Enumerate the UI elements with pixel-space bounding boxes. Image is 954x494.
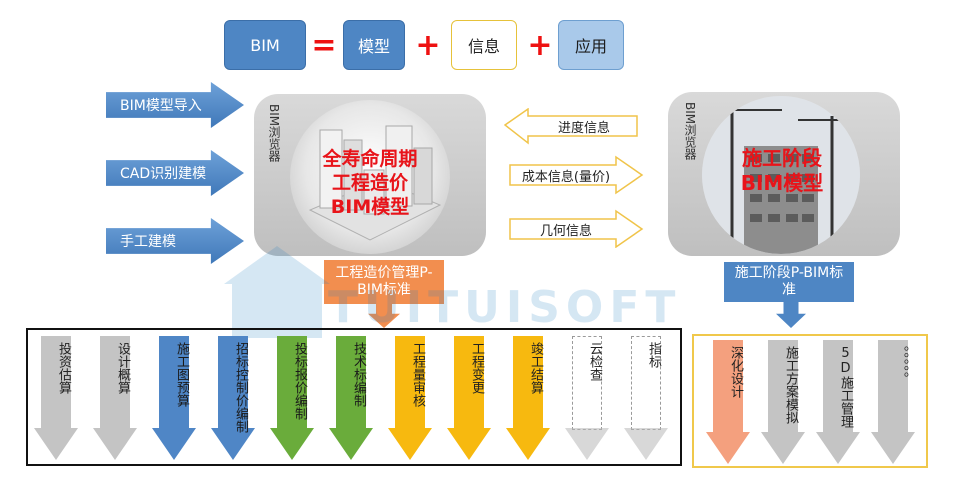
cost-step-arrow-head: [34, 428, 78, 460]
cost-step-arrow-label: 云检查: [587, 342, 602, 381]
cost-step-arrow-10: 云检查: [565, 336, 609, 460]
construction-step-arrow-shaft: [713, 340, 743, 434]
geometry-info-arrow: [509, 209, 644, 248]
cost-step-arrow-head: [506, 428, 550, 460]
cost-step-arrow-shaft: [277, 336, 307, 430]
cost-step-arrow-label: 投资估算: [56, 342, 71, 394]
formula-info-text: 信息: [467, 37, 500, 56]
cost-step-arrow-head: [152, 428, 196, 460]
cost-step-arrow-shaft: [572, 336, 602, 430]
construction-step-arrow-shaft: [768, 340, 798, 434]
construction-illustration: [702, 96, 860, 254]
construction-step-arrow-1: 深化设计: [706, 340, 750, 464]
right-panel-title: 施工阶段 BIM模型: [722, 146, 842, 196]
formula-bim-text: BIM: [250, 35, 280, 55]
progress-info-arrow: [504, 108, 638, 145]
construction-step-arrow-3: 5D施工管理: [816, 340, 860, 464]
cost-step-arrow-9: 竣工结算: [506, 336, 550, 460]
cost-step-arrow-4: 招标控制价编制: [211, 336, 255, 460]
geometry-info-label: 几何信息: [539, 223, 592, 239]
construction-step-arrow-2: 施工方案模拟: [761, 340, 805, 464]
cost-step-arrow-shaft: [336, 336, 366, 430]
cost-step-arrow-shaft: [454, 336, 484, 430]
cost-info-arrow: [509, 155, 644, 195]
cost-step-arrow-8: 工程变更: [447, 336, 491, 460]
construction-standard-down-arrow: [776, 302, 806, 328]
plus-sign-2: +: [527, 27, 553, 63]
building-model-image: [290, 100, 450, 254]
cost-step-arrow-shaft: [159, 336, 189, 430]
cost-step-arrow-head: [447, 428, 491, 460]
equals-sign: =: [311, 27, 337, 63]
input-arrow-cad-recognize: CAD识别建模: [106, 150, 244, 196]
left-browser-label: BIM浏览器: [267, 104, 281, 163]
cost-step-arrow-head: [93, 428, 137, 460]
cost-step-arrow-label: 技术标编制: [351, 342, 366, 407]
cost-standard-label: 工程造价管理P-BIM标准: [324, 260, 444, 304]
cost-step-arrow-head: [270, 428, 314, 460]
left-title-line-2: 工程造价: [331, 171, 408, 194]
watermark-house-icon: [224, 246, 330, 338]
construction-step-arrow-head: [706, 432, 750, 464]
cost-step-arrow-head: [624, 428, 668, 460]
left-title-line-3: BIM模型: [330, 195, 410, 218]
formula-model-text: 模型: [357, 37, 390, 56]
construction-standard-label: 施工阶段P-BIM标准: [724, 262, 854, 302]
cost-step-arrow-head: [388, 428, 432, 460]
exchange-arrows: [504, 108, 644, 248]
cost-step-arrow-head: [329, 428, 373, 460]
cost-step-arrow-label: 竣工结算: [528, 342, 543, 394]
cost-step-arrow-1: 投资估算: [34, 336, 78, 460]
cost-step-arrow-head: [565, 428, 609, 460]
watermark-text: TUITUISOFT: [328, 282, 682, 333]
input-arrow-bim-import: BIM模型导入: [106, 82, 244, 128]
plus-sign-1: +: [415, 27, 441, 63]
cost-step-arrow-2: 设计概算: [93, 336, 137, 460]
right-browser-label: BIM浏览器: [683, 102, 697, 161]
cost-step-arrow-label: 投标报价编制: [292, 342, 307, 420]
progress-info-label: 进度信息: [557, 120, 610, 136]
cost-step-arrow-shaft: [513, 336, 543, 430]
cost-step-arrow-shaft: [41, 336, 71, 430]
cost-step-arrow-label: 招标控制价编制: [233, 342, 248, 433]
cost-step-arrow-label: 工程变更: [469, 342, 484, 394]
building-model-illustration: [308, 125, 442, 241]
cost-info-label: 成本信息(量价): [521, 169, 611, 185]
cost-step-arrow-3: 施工图预算: [152, 336, 196, 460]
construction-step-arrow-head: [816, 432, 860, 464]
construction-step-arrow-shaft: [878, 340, 908, 434]
cost-steps-frame: [26, 328, 682, 466]
formula-info-box: 信息: [451, 20, 517, 70]
cost-step-arrow-11: 指标: [624, 336, 668, 460]
construction-step-arrow-head: [871, 432, 915, 464]
construction-step-arrow-label: 。。。。。: [893, 346, 908, 385]
cost-step-arrow-6: 技术标编制: [329, 336, 373, 460]
cost-step-arrow-label: 设计概算: [115, 342, 130, 394]
construction-step-arrow-shaft: [823, 340, 853, 434]
left-panel-title: 全寿命周期 工程造价 BIM模型: [300, 148, 440, 219]
construction-step-arrow-4: 。。。。。: [871, 340, 915, 464]
construction-step-arrow-head: [761, 432, 805, 464]
construction-steps-frame: [692, 334, 928, 468]
cost-step-arrow-5: 投标报价编制: [270, 336, 314, 460]
formula-model-box: 模型: [343, 20, 405, 70]
cost-step-arrow-shaft: [218, 336, 248, 430]
cost-step-arrow-7: 工程量审核: [388, 336, 432, 460]
construction-step-arrow-label: 深化设计: [728, 346, 743, 398]
construction-step-arrow-label: 施工方案模拟: [783, 346, 798, 424]
cost-step-arrow-label: 指标: [646, 342, 661, 368]
cost-step-arrow-label: 工程量审核: [410, 342, 425, 407]
left-title-line-1: 全寿命周期: [322, 148, 418, 170]
cost-step-arrow-shaft: [631, 336, 661, 430]
cost-step-arrow-shaft: [100, 336, 130, 430]
construction-step-arrow-label: 5D施工管理: [838, 346, 853, 428]
formula-bim-box: BIM: [224, 20, 306, 70]
cost-step-arrow-shaft: [395, 336, 425, 430]
cost-step-arrow-label: 施工图预算: [174, 342, 189, 407]
formula-app-box: 应用: [558, 20, 624, 70]
construction-site-image: [702, 96, 860, 254]
formula-app-text: 应用: [574, 37, 607, 56]
right-title-line-1: 施工阶段: [742, 146, 822, 170]
right-title-line-2: BIM模型: [740, 171, 824, 195]
